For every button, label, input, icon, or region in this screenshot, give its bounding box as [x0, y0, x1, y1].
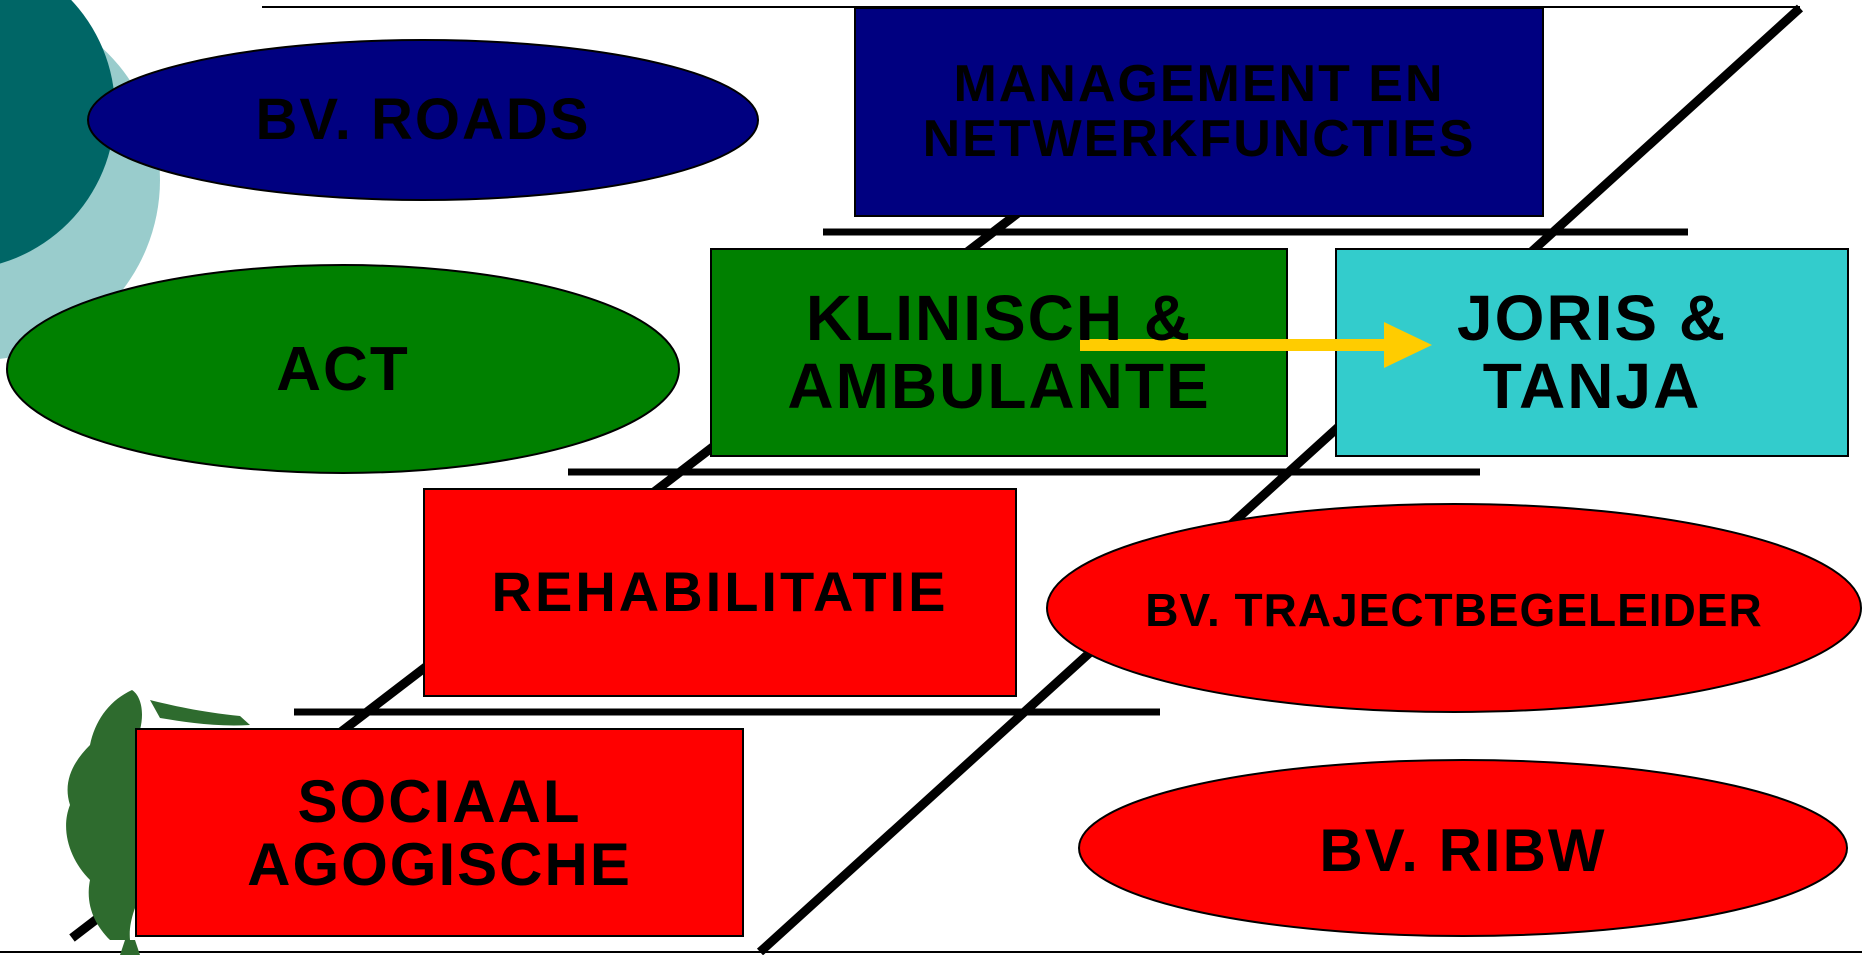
- arrow-right-icon: [1080, 322, 1432, 368]
- traject-label: BV. TRAJECTBEGELEIDER: [1145, 583, 1763, 636]
- act-label: ACT: [276, 335, 410, 405]
- sociaal-box: [135, 728, 744, 937]
- tree-illustration-icon: [66, 690, 250, 955]
- act-ellipse: [6, 264, 680, 474]
- management-label: MANAGEMENT EN NETWERKFUNCTIES: [922, 55, 1476, 168]
- sociaal-label: SOCIAAL AGOGISCHE: [247, 767, 632, 898]
- traject-ellipse: [1046, 503, 1862, 713]
- rehab-box: [423, 488, 1017, 697]
- klinisch-box: [710, 248, 1288, 457]
- ribw-label: BV. RIBW: [1319, 816, 1607, 884]
- ribw-ellipse: [1078, 759, 1848, 937]
- roads-ellipse: [87, 39, 759, 201]
- corner-circle-dark: [0, 0, 115, 264]
- roads-label: BV. ROADS: [255, 86, 591, 152]
- rehab-label: REHABILITATIE: [491, 560, 949, 624]
- management-box: [854, 7, 1544, 217]
- joris-box: [1335, 248, 1849, 457]
- joris-label: JORIS & TANJA: [1456, 282, 1728, 422]
- klinisch-label: KLINISCH & AMBULANTE: [787, 282, 1211, 422]
- diagonal-line-right: [756, 4, 1804, 955]
